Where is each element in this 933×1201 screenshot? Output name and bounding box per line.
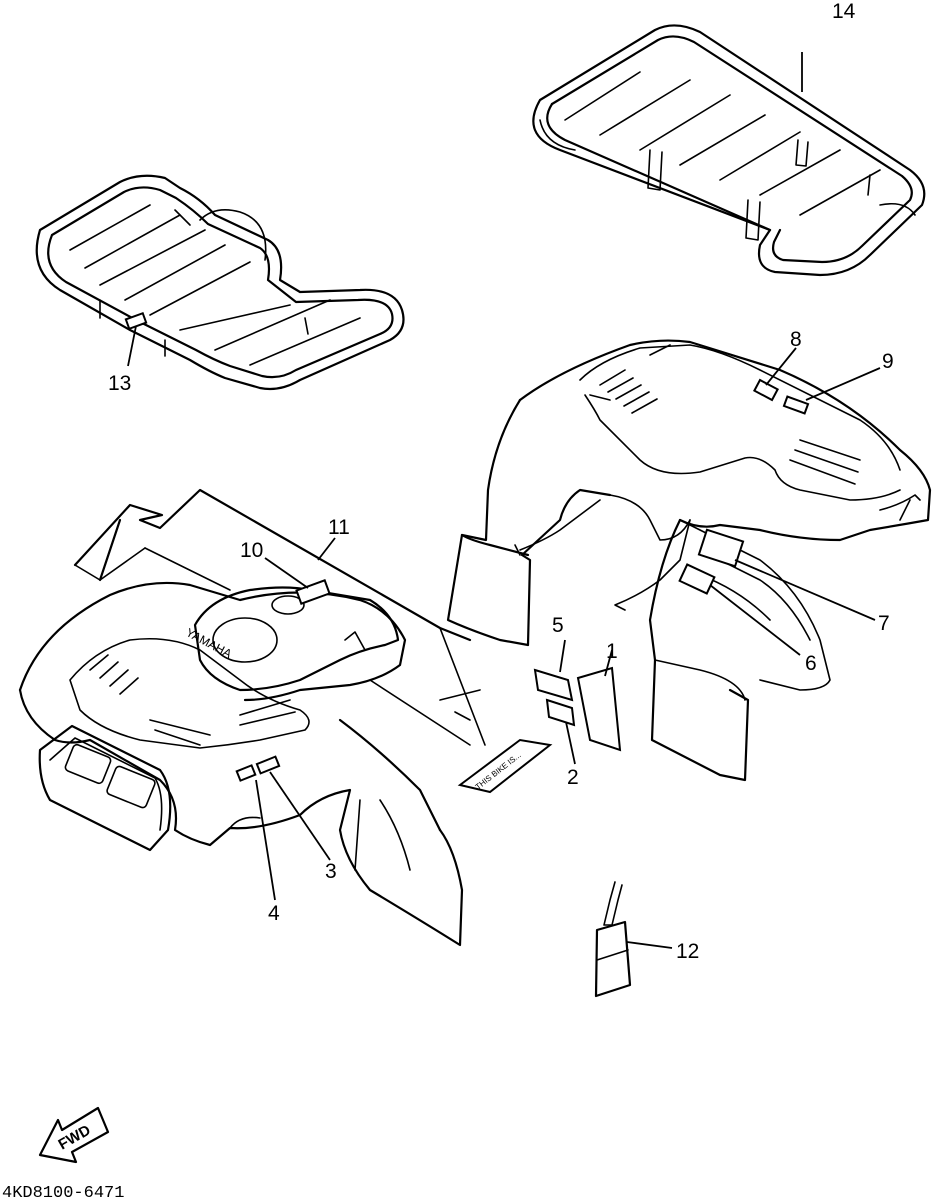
label-13: 13 [108, 372, 131, 395]
forward-direction-arrow: FWD [38, 1106, 110, 1164]
label-7: 7 [878, 612, 890, 635]
drawing-code: 4KD8100-6471 [2, 1184, 124, 1201]
decal-1 [576, 666, 622, 752]
label-8: 8 [790, 328, 802, 351]
label-14: 14 [832, 0, 856, 23]
decal-5 [533, 668, 574, 702]
label-6: 6 [805, 652, 817, 675]
hang-tag-12 [594, 881, 632, 998]
front-fender: YAMAHA [18, 579, 464, 947]
label-1: 1 [606, 640, 618, 663]
rear-fender [446, 339, 932, 782]
label-3: 3 [325, 860, 337, 883]
part-labels: 14 13 8 9 7 6 1 5 2 3 4 10 11 12 [108, 0, 894, 963]
front-carrier-rack [35, 174, 405, 391]
leader-lines [127, 52, 881, 949]
decal-set-11: THIS BIKE IS... [73, 488, 553, 794]
label-2: 2 [567, 766, 579, 789]
label-4: 4 [268, 902, 280, 925]
label-9: 9 [882, 350, 894, 373]
decal-2 [545, 698, 576, 727]
label-5: 5 [552, 614, 564, 637]
loose-decals-1-2-5 [533, 666, 622, 752]
label-12: 12 [676, 940, 699, 963]
rear-carrier-rack [532, 24, 926, 277]
label-10: 10 [240, 539, 263, 562]
label-11: 11 [328, 516, 350, 539]
